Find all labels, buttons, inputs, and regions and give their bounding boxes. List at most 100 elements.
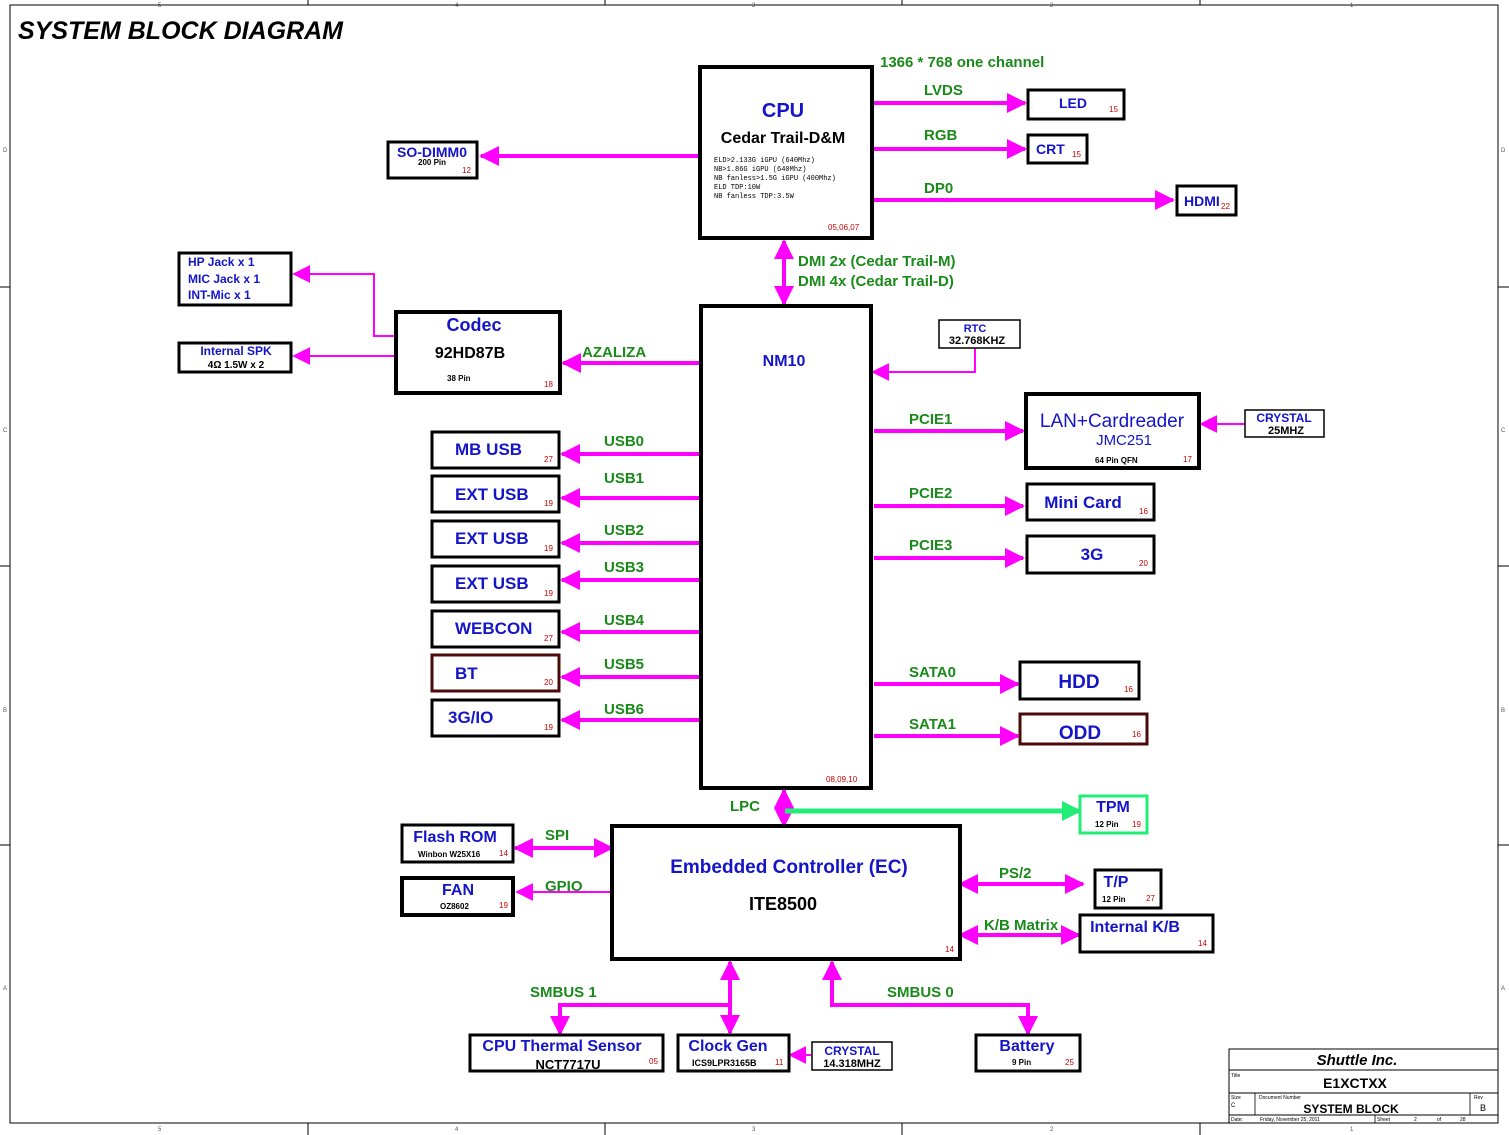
border-mark-bottom: 2	[1050, 1127, 1054, 1133]
hdd-block: HDD 16	[1018, 660, 1141, 701]
ec-part: ITE8500	[749, 894, 817, 914]
sata0-label: SATA0	[909, 664, 956, 681]
led-page: 15	[1109, 105, 1118, 114]
spk-title: Internal SPK	[200, 344, 272, 358]
dmi-label-2: DMI 4x (Cedar Trail-D)	[798, 273, 954, 290]
usb-device-label: BT	[455, 664, 478, 683]
tpm-page: 19	[1132, 820, 1141, 829]
cpu-pages: 05,06,07	[828, 223, 860, 232]
lan-pins: 64 Pin QFN	[1095, 456, 1138, 465]
sata1-label: SATA1	[909, 716, 956, 733]
usb-device-page: 19	[544, 589, 553, 598]
usb-device-block: EXT USB 19	[430, 564, 561, 604]
ec-title: Embedded Controller (EC)	[670, 857, 908, 878]
usb-device-page: 19	[544, 723, 553, 732]
project-name: E1XCTXX	[1323, 1075, 1387, 1091]
usb1-label: USB1	[604, 470, 644, 487]
border-mark-bottom: 4	[455, 1127, 459, 1133]
thermal-title: CPU Thermal Sensor	[482, 1038, 641, 1055]
odd-block: ODD 16	[1018, 712, 1149, 746]
docnum-label: Document Number	[1259, 1095, 1301, 1101]
cpu-block: CPU Cedar Trail-D&M ELD>2.133G iGPU (640…	[698, 65, 874, 240]
fan-part: OZ8602	[440, 902, 469, 911]
cpu-title: CPU	[762, 100, 804, 122]
border-mark-right: D	[1501, 148, 1506, 154]
usb-device-block: EXT USB 19	[430, 519, 561, 559]
usb0-label: USB0	[604, 433, 644, 450]
ps2-label: PS/2	[999, 865, 1032, 882]
border-mark-bottom: 5	[158, 1127, 162, 1133]
3g-page: 20	[1139, 559, 1148, 568]
lvds-label: LVDS	[924, 82, 963, 99]
sodimm-page: 12	[462, 166, 471, 175]
led-title: LED	[1059, 95, 1087, 111]
flash-page: 14	[499, 849, 508, 858]
usb-device-block: 3G/IO 19	[430, 698, 561, 738]
clock-title: Clock Gen	[688, 1038, 767, 1055]
sheet-total: 28	[1460, 1117, 1466, 1123]
audio-jack-block: HP Jack x 1 MIC Jack x 1 INT-Mic x 1	[177, 251, 293, 307]
border-mark-left: B	[3, 708, 7, 714]
page-title: SYSTEM BLOCK DIAGRAM	[18, 17, 344, 45]
bus-labels: 1366 * 768 one channel LVDS RGB DP0 DMI …	[530, 54, 1059, 1001]
odd-page: 16	[1132, 730, 1141, 739]
flash-block: Flash ROM Winbon W25X16 14	[400, 823, 515, 864]
codec-block: Codec 92HD87B 38 Pin 18	[394, 310, 562, 395]
hdmi-block: HDMI 22	[1175, 184, 1238, 217]
hdmi-title: HDMI	[1184, 193, 1220, 209]
hdmi-page: 22	[1221, 202, 1230, 211]
cpu-spec: NB>1.86G iGPU (640Mhz)	[714, 166, 806, 174]
border-mark-left: C	[3, 428, 8, 434]
border-mark-right: B	[1501, 708, 1505, 714]
lpc-label: LPC	[730, 798, 760, 815]
battery-block: Battery 9 Pin 25	[974, 1033, 1082, 1073]
display-note: 1366 * 768 one channel	[880, 54, 1044, 71]
usb-device-block: EXT USB 19	[430, 474, 561, 514]
spk-spec: 4Ω 1.5W x 2	[208, 360, 265, 371]
crystal-clk-title: CRYSTAL	[824, 1044, 879, 1058]
led-block: LED 15	[1026, 88, 1126, 121]
spi-label: SPI	[545, 827, 569, 844]
flash-title: Flash ROM	[413, 829, 497, 846]
azaliza-label: AZALIZA	[582, 344, 646, 361]
tp-block: T/P 12 Pin 27	[1093, 868, 1163, 910]
sheet-num: 2	[1414, 1117, 1417, 1123]
cpu-spec: ELD>2.133G iGPU (640Mhz)	[714, 157, 815, 165]
border-mark-bottom: 1	[1350, 1127, 1354, 1133]
smbus1-label: SMBUS 1	[530, 984, 597, 1001]
border-mark-right: A	[1501, 986, 1505, 992]
kb-title: Internal K/B	[1090, 919, 1180, 936]
rev-label: Rev	[1474, 1095, 1483, 1101]
crystal-lan-freq: 25MHZ	[1268, 425, 1304, 437]
codec-pins: 38 Pin	[447, 374, 471, 383]
clock-page: 11	[775, 1058, 784, 1067]
rgb-label: RGB	[924, 127, 958, 144]
clock-block: Clock Gen ICS9LPR3165B 11	[676, 1033, 791, 1073]
lan-title: LAN+Cardreader	[1040, 411, 1185, 432]
usb-device-label: 3G/IO	[448, 708, 493, 727]
3g-block: 3G 20	[1025, 534, 1156, 575]
usb-device-page: 19	[544, 544, 553, 553]
audio-jack-item: MIC Jack x 1	[188, 272, 260, 286]
fan-block: FAN OZ8602 19	[400, 876, 515, 917]
nm10-title: NM10	[763, 353, 806, 370]
cpu-subtitle: Cedar Trail-D&M	[721, 130, 845, 147]
pcie3-label: PCIE3	[909, 537, 952, 554]
clock-part: ICS9LPR3165B	[692, 1058, 757, 1068]
nm10-block: NM10 08,09,10	[699, 304, 873, 790]
sodimm-title: SO-DIMM0	[397, 144, 467, 160]
pcie2-label: PCIE2	[909, 485, 952, 502]
sodimm-sub: 200 Pin	[418, 158, 446, 167]
thermal-page: 05	[649, 1057, 658, 1066]
lan-block: LAN+Cardreader JMC251 64 Pin QFN 17	[1024, 392, 1201, 470]
smbus0-line	[822, 960, 1038, 1036]
cpu-spec: NB fanless>1.5G iGPU (400Mhz)	[714, 175, 836, 183]
minicard-page: 16	[1139, 507, 1148, 516]
usb-device-block: MB USB 27	[430, 430, 561, 470]
border-mark-left: D	[3, 148, 8, 154]
usb4-label: USB4	[604, 612, 645, 629]
odd-title: ODD	[1059, 723, 1101, 744]
crystal-clk-block: CRYSTAL 14.318MHZ	[811, 1041, 893, 1071]
crt-title: CRT	[1036, 141, 1065, 157]
